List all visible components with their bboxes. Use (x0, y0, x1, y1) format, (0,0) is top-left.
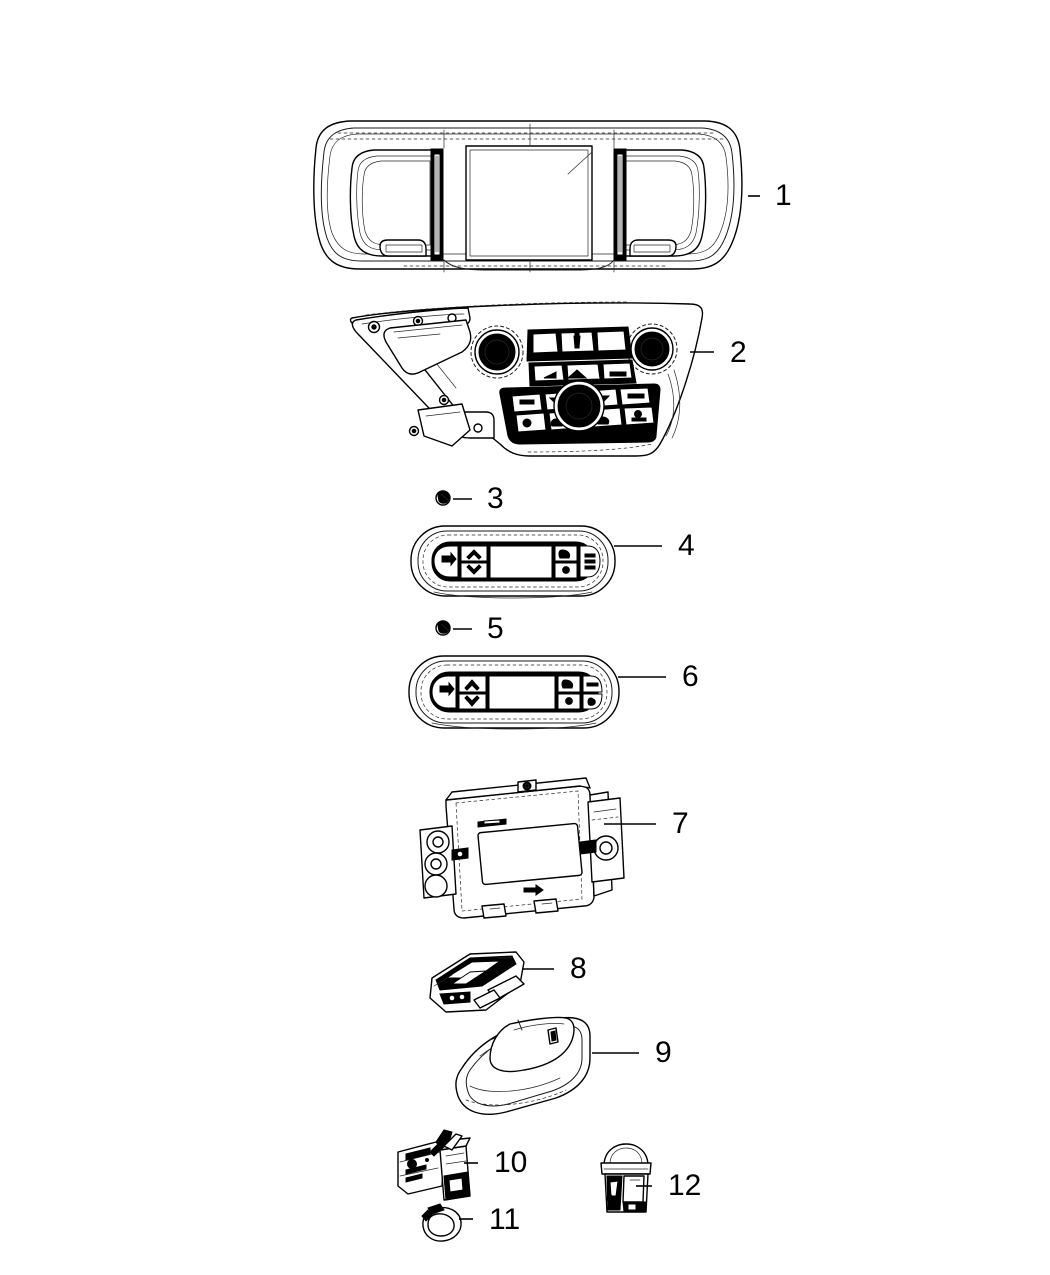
callout-4-group: 4 (614, 529, 695, 562)
part-10-microphone-assembly (397, 1129, 471, 1201)
callout-6-group: 6 (618, 660, 699, 693)
callout-7-number: 7 (672, 807, 689, 840)
callout-12-group: 12 (636, 1169, 701, 1202)
part-12-antenna-base-connector (600, 1143, 652, 1213)
callout-6-number: 6 (682, 660, 699, 693)
callout-12-number: 12 (668, 1169, 701, 1202)
part-8-microphone-bracket (429, 951, 525, 1013)
part-6-rear-hvac-lower (408, 655, 620, 730)
callout-10-group: 10 (464, 1146, 527, 1179)
part-3-screw (435, 490, 451, 506)
callout-5-number: 5 (487, 612, 504, 645)
callout-11-number: 11 (489, 1203, 520, 1236)
part-5-screw (435, 620, 451, 636)
callout-2-group: 2 (690, 336, 747, 369)
callout-5-group: 5 (453, 612, 504, 645)
part-7-radio-receiver (419, 777, 625, 919)
part-11-cable-retaining-clip (421, 1203, 462, 1242)
callout-8-group: 8 (522, 952, 587, 985)
callout-3-group: 3 (453, 482, 504, 515)
callout-11-group: 11 (459, 1203, 520, 1236)
callout-4-number: 4 (678, 529, 695, 562)
callout-3-number: 3 (487, 482, 504, 515)
callout-1-group: 1 (748, 179, 792, 212)
callout-8-number: 8 (570, 952, 587, 985)
callout-7-group: 7 (604, 807, 689, 840)
callout-9-number: 9 (655, 1036, 672, 1069)
part-4-rear-hvac-upper (410, 525, 616, 599)
part-2-hvac-control-panel (349, 301, 704, 457)
part-1-center-bezel (313, 120, 743, 273)
callout-2-number: 2 (730, 336, 747, 369)
callout-10-number: 10 (494, 1146, 527, 1179)
callout-1-number: 1 (775, 179, 792, 212)
part-9-microphone-cover (455, 1016, 591, 1115)
callout-9-group: 9 (592, 1036, 672, 1069)
